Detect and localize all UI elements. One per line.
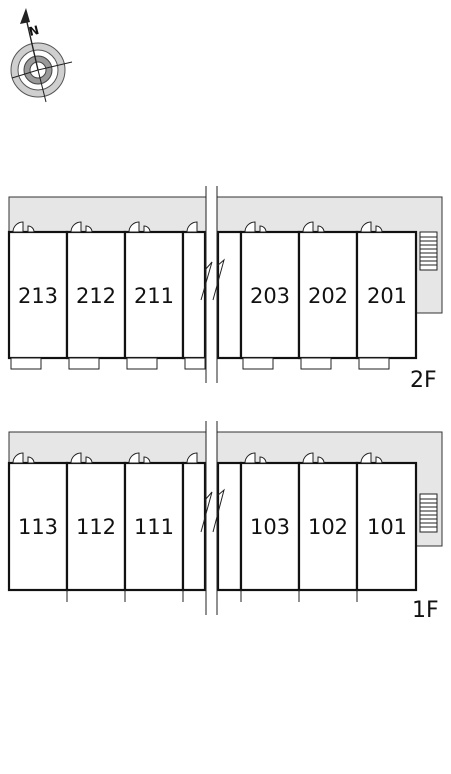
unit-label: 213 xyxy=(18,284,58,308)
wall-ticks xyxy=(66,590,358,602)
unit-label: 212 xyxy=(76,284,116,308)
unit-label: 112 xyxy=(76,515,116,539)
door-icons xyxy=(12,221,383,233)
floor-1f: 113 112 111 103 102 101 1F xyxy=(7,420,443,623)
compass-icon xyxy=(10,8,73,103)
unit-label: 202 xyxy=(308,284,348,308)
unit-label: 113 xyxy=(18,515,58,539)
compass-north-label: N xyxy=(27,23,40,39)
balcony-icons xyxy=(10,357,390,370)
unit-label: 211 xyxy=(134,284,174,308)
unit-label: 203 xyxy=(250,284,290,308)
unit-label: 102 xyxy=(308,515,348,539)
floor-2f: 213 212 211 203 202 201 2F xyxy=(7,184,443,393)
unit-label: 201 xyxy=(367,284,407,308)
unit-label: 103 xyxy=(250,515,290,539)
unit-label: 101 xyxy=(367,515,407,539)
floor-label: 1F xyxy=(412,598,439,623)
stair-icon xyxy=(419,231,438,271)
floor-label: 2F xyxy=(410,368,437,393)
unit-label: 111 xyxy=(134,515,174,539)
stair-icon xyxy=(419,493,438,533)
door-icons xyxy=(12,452,383,464)
